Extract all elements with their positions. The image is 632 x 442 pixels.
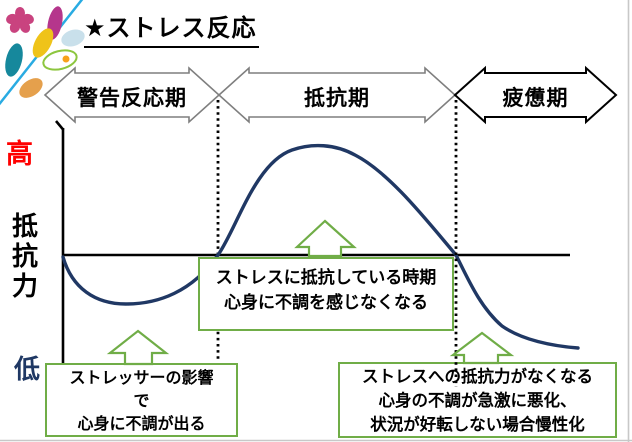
leaf-icon-orange — [19, 78, 43, 98]
callout-exhaustion-line-3: 状況が好転しない場合慢性化 — [370, 415, 585, 434]
callout-exhaustion-line-2: 心身の不調が急激に悪化、 — [378, 391, 577, 410]
callout-exhaustion-line-1: ストレスへの抵抗力がなくなる — [362, 367, 593, 386]
callout-resistance-line-2: 心身に不調を感じなくなる — [224, 293, 428, 313]
leaf-icon-teal — [5, 43, 23, 77]
callout-alarm-line-1: ストレッサーの影響 — [69, 368, 214, 387]
callout-alarm-phase: ストレッサーの影響 で 心身に不調が出る — [45, 363, 238, 437]
flower-icon — [6, 7, 34, 33]
y-axis-high-label: 高 — [6, 139, 33, 170]
callout-resistance-line-1: ストレスに抵抗している時期 — [215, 268, 437, 288]
callout-alarm-line-2: で — [133, 391, 150, 410]
up-arrow-icon-resistance — [294, 219, 357, 258]
up-arrow-icon-exhaustion — [449, 331, 515, 365]
phase-banner-label-exhaustion: 疲憊期 — [502, 86, 569, 110]
callout-exhaustion-phase: ストレスへの抵抗力がなくなる 心身の不調が急激に悪化、 状況が好転しない場合慢性… — [338, 362, 617, 438]
y-axis-low-label: 低 — [14, 355, 41, 385]
leaf-icon-magenta — [47, 6, 63, 40]
y-axis-tip — [55, 120, 65, 131]
leaf-icon-lightblue — [61, 29, 85, 47]
orange-dot-decoration — [62, 55, 70, 63]
callout-alarm-line-3: 心身に不調が出る — [77, 414, 206, 433]
leaf-icon-yellow — [32, 28, 54, 58]
up-arrow-icon-alarm — [106, 329, 170, 366]
phase-banner-label-resistance: 抵抗期 — [304, 86, 370, 110]
leaf-icon-green-outline — [42, 49, 78, 71]
callout-resistance-phase: ストレスに抵抗している時期 心身に不調を感じなくなる — [198, 257, 454, 331]
y-axis-title: 抵抗力 — [11, 212, 38, 302]
phase-banner-label-alarm: 警告反応期 — [77, 86, 187, 110]
page-title: ★ストレス反応 — [84, 8, 259, 48]
